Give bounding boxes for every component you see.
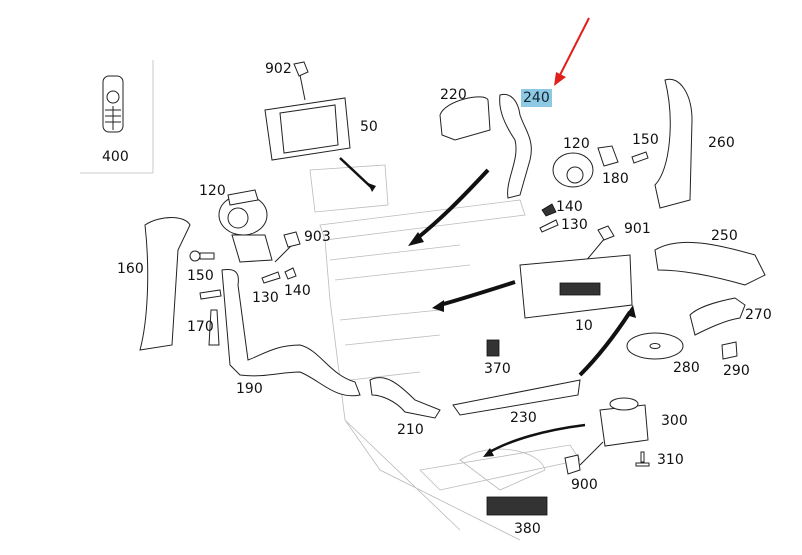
air-outlet-210-drawing bbox=[369, 377, 441, 419]
part-label-130-left[interactable]: 130 bbox=[252, 290, 279, 306]
part-label-400[interactable]: 400 bbox=[102, 149, 129, 165]
part-label-270[interactable]: 270 bbox=[745, 307, 772, 323]
head-unit-drawing bbox=[519, 254, 633, 319]
part-label-310[interactable]: 310 bbox=[657, 452, 684, 468]
part-label-140-right[interactable]: 140 bbox=[556, 199, 583, 215]
part-label-300[interactable]: 300 bbox=[661, 413, 688, 429]
part-label-260[interactable]: 260 bbox=[708, 135, 735, 151]
air-duct-260-drawing bbox=[654, 78, 693, 209]
part-label-210[interactable]: 210 bbox=[397, 422, 424, 438]
bolt-170-drawing bbox=[208, 309, 220, 346]
part-label-230[interactable]: 230 bbox=[510, 410, 537, 426]
part-label-150-left[interactable]: 150 bbox=[187, 268, 214, 284]
part-label-250[interactable]: 250 bbox=[711, 228, 738, 244]
part-label-120-left[interactable]: 120 bbox=[199, 183, 226, 199]
air-duct-250-drawing bbox=[654, 241, 766, 286]
air-duct-190-drawing bbox=[221, 269, 361, 397]
blower-fan-right-drawing bbox=[539, 145, 649, 233]
pointer-arrow bbox=[554, 17, 590, 86]
clip-370-drawing bbox=[486, 339, 500, 357]
part-label-380[interactable]: 380 bbox=[514, 521, 541, 537]
trim-strip-230-drawing bbox=[452, 379, 581, 416]
part-label-10[interactable]: 10 bbox=[575, 318, 593, 334]
display-unit-drawing bbox=[264, 61, 351, 161]
part-label-902[interactable]: 902 bbox=[265, 61, 292, 77]
part-label-180[interactable]: 180 bbox=[602, 171, 629, 187]
remote-control-drawing bbox=[102, 75, 124, 133]
part-label-903[interactable]: 903 bbox=[304, 229, 331, 245]
part-label-190[interactable]: 190 bbox=[236, 381, 263, 397]
part-label-901[interactable]: 901 bbox=[624, 221, 651, 237]
blower-fan-left-drawing bbox=[218, 189, 273, 263]
controller-300-drawing bbox=[564, 397, 649, 475]
screw-150-left-drawing bbox=[189, 250, 215, 262]
part-label-900[interactable]: 900 bbox=[571, 477, 598, 493]
duct-elbow-270-drawing bbox=[689, 297, 746, 336]
air-hose-240-drawing bbox=[499, 93, 532, 199]
part-label-120-right[interactable]: 120 bbox=[563, 136, 590, 152]
air-duct-160-drawing bbox=[139, 217, 191, 351]
switch-panel-380-drawing bbox=[486, 496, 548, 516]
memory-card-290-drawing bbox=[721, 341, 738, 360]
part-label-280[interactable]: 280 bbox=[673, 360, 700, 376]
inset-frame bbox=[80, 60, 154, 174]
part-label-130-right[interactable]: 130 bbox=[561, 217, 588, 233]
part-label-240-highlighted[interactable]: 240 bbox=[521, 89, 552, 107]
air-duct-220-drawing bbox=[439, 96, 491, 141]
part-label-370[interactable]: 370 bbox=[484, 361, 511, 377]
dashboard-outline bbox=[309, 164, 581, 541]
part-label-150-right[interactable]: 150 bbox=[632, 132, 659, 148]
part-label-290[interactable]: 290 bbox=[723, 363, 750, 379]
part-label-140-left[interactable]: 140 bbox=[284, 283, 311, 299]
part-label-50[interactable]: 50 bbox=[360, 119, 378, 135]
part-label-160[interactable]: 160 bbox=[117, 261, 144, 277]
part-label-220[interactable]: 220 bbox=[440, 87, 467, 103]
part-label-170[interactable]: 170 bbox=[187, 319, 214, 335]
screw-310-drawing bbox=[635, 451, 650, 467]
